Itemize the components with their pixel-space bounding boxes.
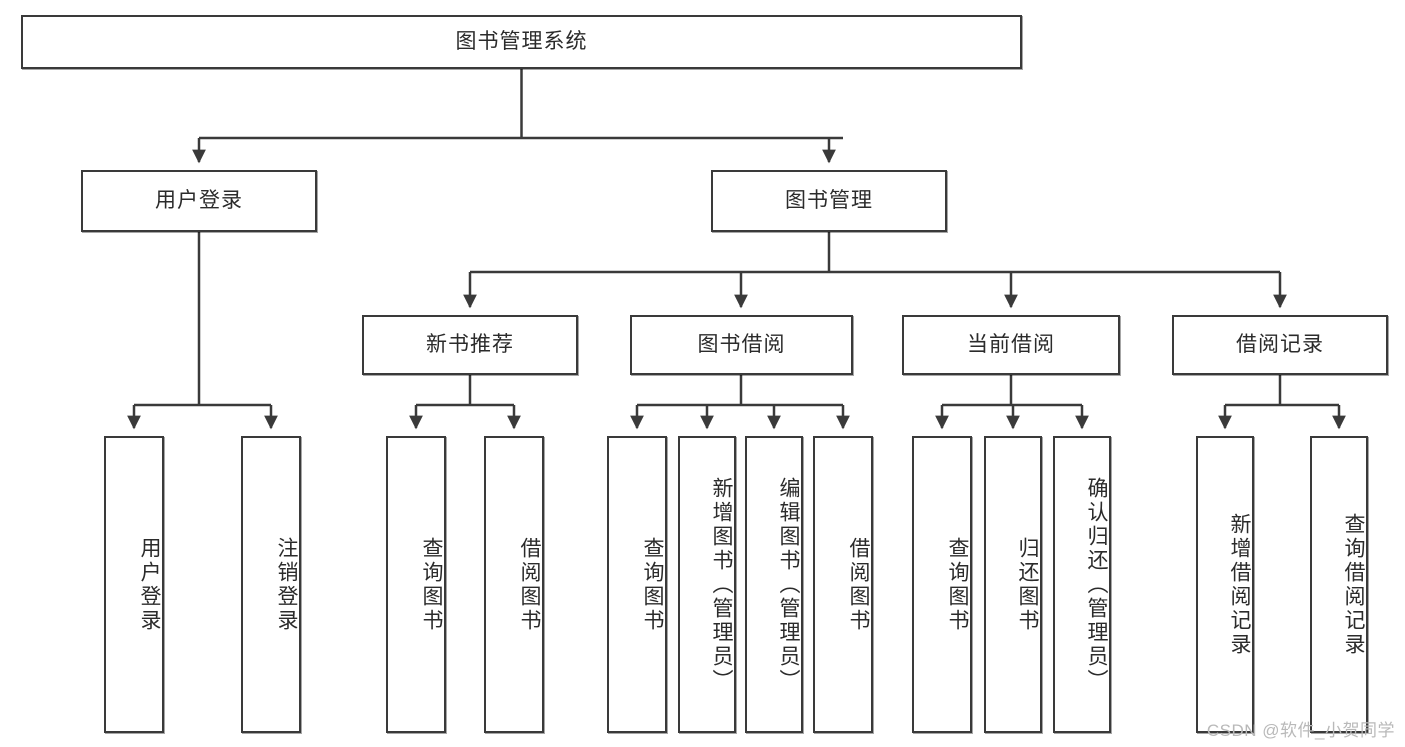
node-leaf-borrow-books-recommend[interactable]: 借阅图书: [484, 436, 544, 733]
node-leaf-logout-login[interactable]: 注销登录: [241, 436, 301, 733]
node-root[interactable]: 图书管理系统: [21, 15, 1022, 69]
node-borrow-record[interactable]: 借阅记录: [1172, 315, 1388, 375]
node-leaf-edit-book-admin[interactable]: 编辑图书（管理员）: [745, 436, 803, 733]
csdn-watermark: CSDN @软件_小贺同学: [1206, 721, 1395, 740]
node-leaf-user-login[interactable]: 用户登录: [104, 436, 164, 733]
node-leaf-add-borrow-record[interactable]: 新增借阅记录: [1196, 436, 1254, 733]
node-leaf-query-borrow-record[interactable]: 查询借阅记录: [1310, 436, 1368, 733]
node-leaf-confirm-return-admin[interactable]: 确认归还（管理员）: [1053, 436, 1111, 733]
node-current-borrow[interactable]: 当前借阅: [902, 315, 1120, 375]
node-leaf-query-books-current[interactable]: 查询图书: [912, 436, 972, 733]
node-book-management[interactable]: 图书管理: [711, 170, 947, 232]
node-user-login[interactable]: 用户登录: [81, 170, 317, 232]
node-new-book-recommend[interactable]: 新书推荐: [362, 315, 578, 375]
node-book-borrow[interactable]: 图书借阅: [630, 315, 853, 375]
node-leaf-query-books-borrow[interactable]: 查询图书: [607, 436, 667, 733]
node-leaf-add-book-admin[interactable]: 新增图书（管理员）: [678, 436, 736, 733]
node-leaf-return-books[interactable]: 归还图书: [984, 436, 1042, 733]
node-leaf-borrow-books-borrow[interactable]: 借阅图书: [813, 436, 873, 733]
node-leaf-query-books-recommend[interactable]: 查询图书: [386, 436, 446, 733]
